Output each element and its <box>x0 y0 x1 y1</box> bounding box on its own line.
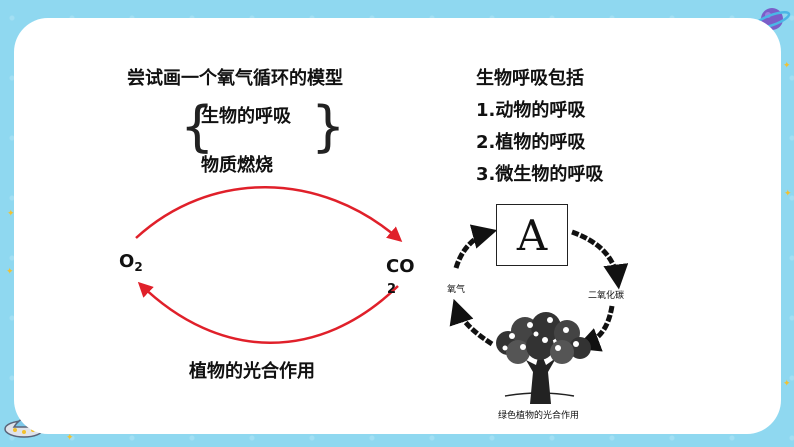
star-icon: ✦ <box>66 433 74 443</box>
co2-label: CO <box>386 256 415 277</box>
cycle-caption: 绿色植物的光合作用 <box>498 411 580 421</box>
star-icon: ✦ <box>7 209 15 219</box>
left-brace: { <box>180 95 215 158</box>
brace-item-combustion: 物质燃烧 <box>201 155 273 176</box>
star-icon: ✦ <box>784 189 792 199</box>
unknown-a-box: A <box>496 204 568 266</box>
respiration-item-plant: 2.植物的呼吸 <box>476 132 586 153</box>
respiration-item-microbe: 3.微生物的呼吸 <box>476 164 604 185</box>
star-icon: ✦ <box>6 267 14 277</box>
o2-label: O2 <box>119 251 143 274</box>
cycle-arrow-right <box>571 229 629 290</box>
brace-item-respiration: 生物的呼吸 <box>201 106 291 127</box>
star-icon: ✦ <box>783 61 791 71</box>
tree-illustration <box>496 312 591 404</box>
right-brace: } <box>311 95 346 158</box>
model-heading: 尝试画一个氧气循环的模型 <box>127 68 343 89</box>
co2-subscript: 2 <box>387 282 397 297</box>
photosynthesis-label: 植物的光合作用 <box>189 361 315 382</box>
star-icon: ✦ <box>783 379 791 389</box>
content-card <box>14 18 781 434</box>
cycle-co2-label: 二氧化碳 <box>588 291 625 301</box>
top-arrow-o2-to-co2 <box>135 186 403 242</box>
respiration-item-animal: 1.动物的呼吸 <box>476 100 586 121</box>
cycle-arrow-lower-left <box>449 298 494 347</box>
respiration-title: 生物呼吸包括 <box>476 68 584 89</box>
cycle-oxygen-label: 氧气 <box>447 285 466 295</box>
bottom-arrow-co2-to-o2 <box>137 281 399 344</box>
cycle-arrow-upper-left <box>453 224 498 269</box>
